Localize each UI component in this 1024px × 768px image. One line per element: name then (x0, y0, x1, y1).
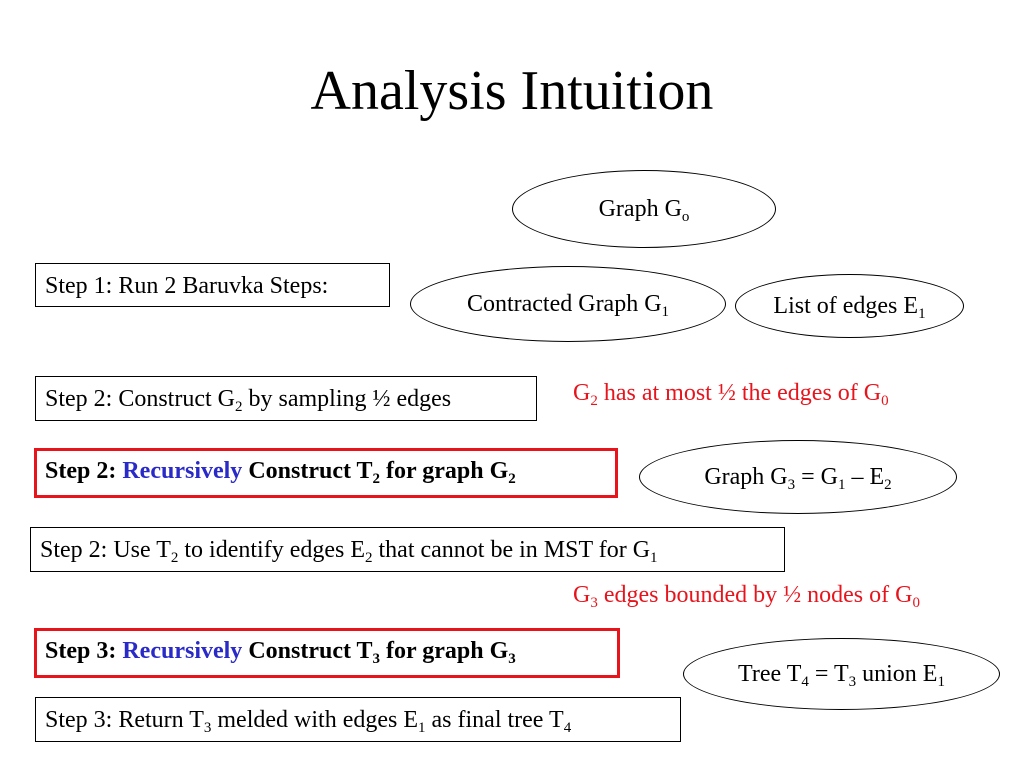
tree-t4-ellipse: Tree T4 = T3 union E1 (683, 638, 1000, 710)
step2-identify-text: Step 2: Use T2 to identify edges E2 that… (40, 537, 658, 566)
step2-recursive-text: Step 2: Recursively Construct T2 for gra… (45, 458, 516, 487)
edges-e1-label: List of edges E1 (773, 292, 926, 322)
step2-sampling-text: Step 2: Construct G2 by sampling ½ edges (45, 386, 452, 415)
graph-g3-ellipse: Graph G3 = G1 – E2 (639, 440, 957, 514)
step1-text: Step 1: Run 2 Baruvka Steps: (45, 273, 329, 299)
contracted-graph-g1-label: Contracted Graph G1 (466, 290, 670, 320)
step3-recursive-box: Step 3: Recursively Construct T3 for gra… (34, 628, 620, 678)
step2-recursive-box: Step 2: Recursively Construct T2 for gra… (34, 448, 618, 498)
g2-edges-note: G2 has at most ½ the edges of G0 (573, 380, 889, 409)
graph-g0-ellipse: Graph Go (512, 170, 776, 248)
contracted-graph-g1-ellipse: Contracted Graph G1 (410, 266, 726, 342)
tree-t4-label: Tree T4 = T3 union E1 (738, 660, 945, 690)
slide-title: Analysis Intuition (310, 60, 714, 122)
step3-return-text: Step 3: Return T3 melded with edges E1 a… (45, 707, 572, 736)
recursively-emphasis: Recursively (122, 458, 243, 484)
edges-e1-ellipse: List of edges E1 (735, 274, 964, 338)
step3-return-box: Step 3: Return T3 melded with edges E1 a… (35, 697, 681, 742)
graph-g0-label: Graph Go (598, 195, 690, 225)
step3-recursive-text: Step 3: Recursively Construct T3 for gra… (45, 638, 516, 667)
step2-sampling-box: Step 2: Construct G2 by sampling ½ edges (35, 376, 537, 421)
step1-box: Step 1: Run 2 Baruvka Steps: (35, 263, 390, 307)
g3-edges-note: G3 edges bounded by ½ nodes of G0 (573, 582, 920, 611)
graph-g3-label: Graph G3 = G1 – E2 (704, 463, 892, 493)
recursively-emphasis: Recursively (122, 638, 243, 664)
step2-identify-box: Step 2: Use T2 to identify edges E2 that… (30, 527, 785, 572)
